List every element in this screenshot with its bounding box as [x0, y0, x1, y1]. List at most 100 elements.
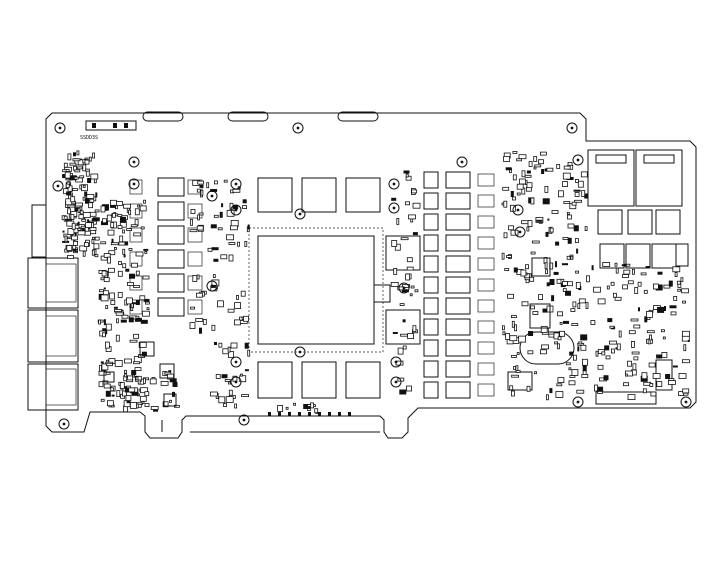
smd-part [512, 150, 518, 154]
smd-part [74, 169, 81, 173]
smd-part [209, 391, 218, 397]
smd-part [240, 290, 246, 297]
smd-part [597, 364, 604, 370]
hole-center [460, 160, 464, 164]
memory-inductor [301, 361, 337, 399]
smd-part [391, 197, 397, 201]
smd-part [118, 241, 126, 246]
ic-package [531, 257, 551, 277]
smd-part [655, 284, 663, 291]
aux-inductor [597, 209, 623, 235]
hole-center [516, 208, 520, 212]
power-inductor [445, 381, 471, 399]
smd-part [657, 271, 663, 275]
smd-part [227, 308, 235, 313]
smd-part [526, 385, 531, 392]
power-inductor [445, 192, 471, 210]
smd-part [234, 302, 242, 310]
smd-part [634, 287, 639, 294]
pcie-edge-connector [161, 412, 380, 433]
smd-part [133, 333, 140, 339]
smd-part [677, 288, 682, 292]
smd-part [223, 403, 227, 407]
smd-part [149, 378, 157, 385]
smd-part [135, 300, 140, 305]
smd-part [84, 159, 90, 165]
smd-part [682, 300, 686, 304]
hole-center [296, 126, 300, 130]
smd-part [630, 318, 639, 322]
smd-part [277, 405, 284, 412]
power-cap [477, 278, 495, 292]
smd-part [502, 331, 506, 336]
smd-part [544, 185, 549, 193]
smd-part [577, 346, 580, 352]
smd-part [590, 320, 596, 325]
smd-part [631, 351, 640, 355]
smd-part [135, 251, 144, 257]
smd-part [95, 192, 98, 198]
smd-part [212, 274, 216, 279]
mounting-hole [680, 396, 692, 408]
smd-part [536, 219, 543, 222]
smd-part [678, 391, 684, 397]
mounting-hole [238, 414, 250, 426]
smd-part [100, 205, 106, 213]
smd-part [69, 175, 77, 181]
vrm-inductor [157, 225, 185, 245]
smd-part [131, 391, 139, 396]
smd-part [105, 341, 110, 349]
smd-part [221, 203, 224, 208]
mounting-hole [566, 122, 578, 134]
smd-part [244, 342, 249, 349]
smd-part [682, 330, 690, 337]
smd-part [565, 362, 571, 366]
smd-part [140, 319, 148, 324]
power-cap [477, 236, 495, 250]
smd-part [144, 250, 148, 254]
smd-part [223, 179, 228, 183]
smd-part [668, 280, 673, 287]
smd-part [549, 279, 555, 285]
smd-part [593, 286, 601, 293]
smd-part [594, 384, 598, 392]
smd-part [614, 262, 618, 267]
smd-part [551, 295, 555, 302]
smd-part [94, 236, 100, 241]
hole-center [394, 360, 398, 364]
smd-part [657, 306, 665, 313]
smd-part [563, 201, 571, 204]
smd-part [399, 303, 405, 307]
smd-part [569, 375, 576, 378]
smd-part [411, 189, 418, 194]
smd-part [615, 267, 619, 274]
smd-part [414, 289, 419, 293]
memory-inductor [301, 177, 337, 213]
smd-part [240, 373, 243, 377]
smd-part [122, 263, 127, 269]
smd-part [603, 375, 609, 381]
aux-inductor [599, 243, 625, 269]
smd-part [568, 367, 572, 371]
smd-part [134, 208, 140, 216]
smd-part [75, 202, 83, 207]
smd-part [88, 202, 93, 209]
smd-part [139, 295, 146, 301]
smd-part [67, 228, 75, 235]
smd-part [530, 251, 536, 255]
vrm-inductor [157, 201, 185, 221]
mounting-hole [572, 154, 584, 166]
power-cap [477, 215, 495, 229]
smd-part [211, 247, 219, 251]
smd-part [562, 172, 571, 180]
smd-part [102, 204, 109, 211]
smd-part [102, 332, 106, 338]
mounting-hole [294, 346, 306, 358]
smd-part [64, 171, 71, 179]
power-stage [423, 297, 439, 315]
smd-part [241, 394, 250, 398]
smd-part [548, 333, 555, 338]
power-inductor [445, 234, 471, 252]
smd-part [101, 363, 109, 371]
smd-part [207, 247, 213, 252]
